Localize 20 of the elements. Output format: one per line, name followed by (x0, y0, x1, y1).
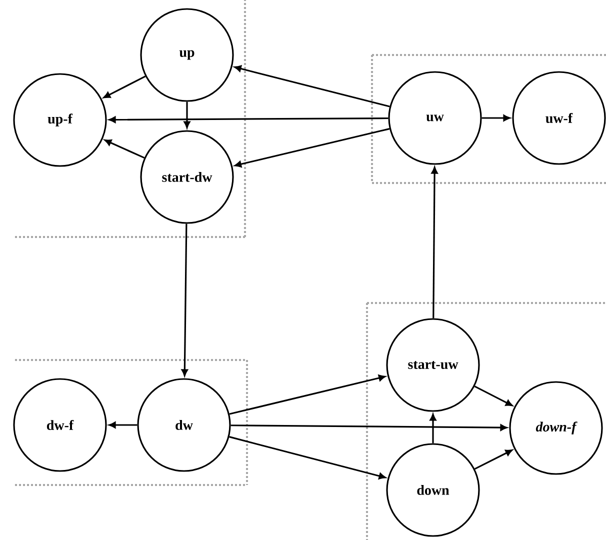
arrow (103, 76, 146, 98)
arrow (474, 450, 512, 470)
arrow (108, 116, 388, 123)
arrow (229, 374, 386, 415)
arrow (108, 422, 138, 428)
arrow (482, 114, 510, 122)
arrow (234, 128, 390, 168)
dotted-region (366, 302, 606, 540)
arrow (431, 166, 438, 318)
dotted-region (15, 359, 248, 486)
arrow (230, 424, 508, 431)
arrow (474, 386, 513, 406)
dotted-region (371, 54, 606, 184)
arrow (430, 414, 436, 444)
dotted-region (15, 0, 246, 238)
arrow (229, 436, 386, 480)
arrow (181, 224, 188, 376)
arrow (104, 139, 145, 159)
arrow (184, 102, 190, 128)
arrow (234, 65, 390, 108)
